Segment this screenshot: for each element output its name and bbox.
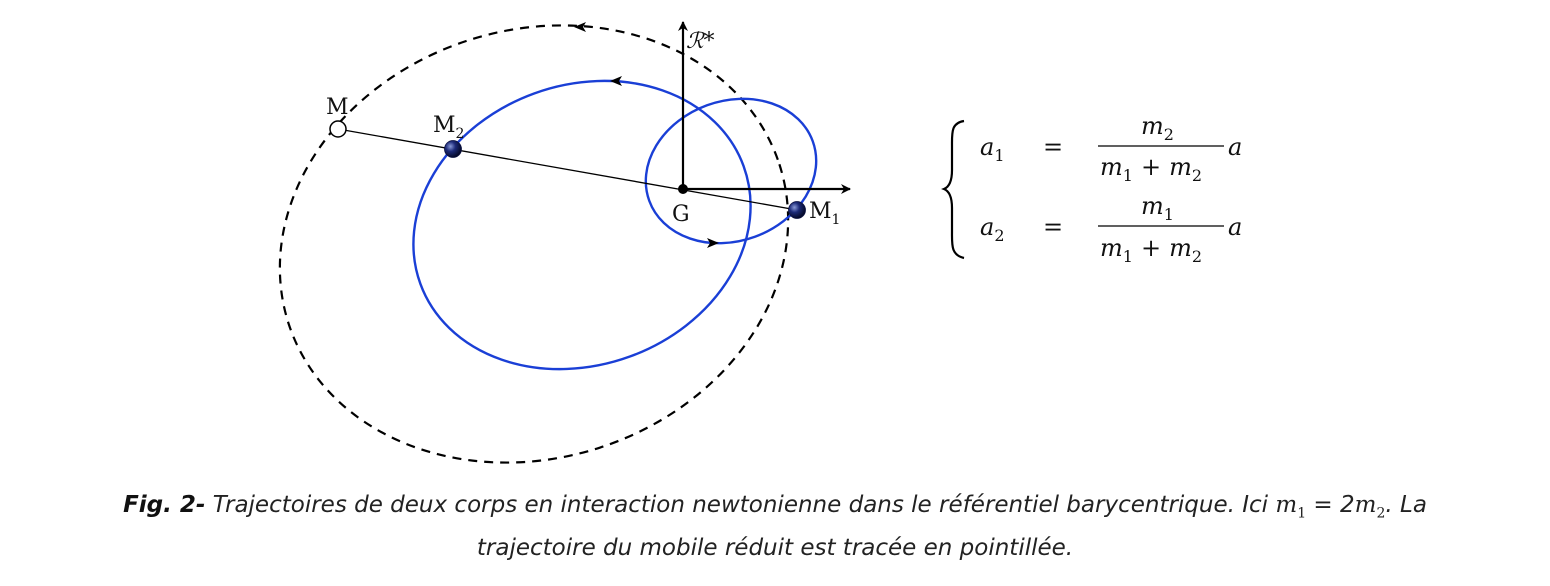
- a1-numerator: m2: [1141, 112, 1174, 144]
- label-m2: M2: [433, 113, 464, 142]
- caption-label: Fig. 2-: [123, 492, 206, 518]
- caption-eq: = 2: [1306, 492, 1355, 518]
- label-m: M: [326, 95, 349, 120]
- reduced-mobile-m-point: [329, 120, 347, 138]
- caption-m2: m2: [1354, 492, 1386, 522]
- a2-lhs: a2: [980, 213, 1005, 245]
- reduced-trajectory-direction-arrow: [574, 22, 586, 32]
- equation-system: a1 = m2 m1+m2 a a2 = m1 m1+m2 a: [941, 112, 1242, 266]
- reduced-mobile-trajectory: [278, 24, 790, 464]
- caption-line-1: Fig. 2- Trajectoires de deux corps en in…: [0, 488, 1550, 531]
- m2-orbit-direction-arrow: [610, 76, 622, 86]
- m1-orbit: [644, 97, 818, 245]
- a1-denominator: m1+m2: [1100, 153, 1202, 185]
- frame-label: ℛ*: [686, 29, 715, 54]
- figure-caption: Fig. 2- Trajectoires de deux corps en in…: [0, 488, 1550, 565]
- m1-orbit-direction-arrow: [707, 238, 719, 248]
- a1-factor: a: [1228, 133, 1242, 161]
- body-m2-sphere: [444, 140, 462, 158]
- a2-equals: =: [1043, 213, 1063, 241]
- caption-text-1: Trajectoires de deux corps en interactio…: [205, 492, 1276, 518]
- left-brace: [941, 119, 965, 260]
- body-m1-sphere: [788, 201, 806, 219]
- barycenter-g-point: [678, 184, 688, 194]
- a1-lhs: a1: [980, 133, 1005, 165]
- caption-text-2: . La: [1385, 492, 1427, 518]
- a1-equals: =: [1043, 133, 1063, 161]
- caption-line-2: trajectoire du mobile réduit est tracée …: [476, 534, 1074, 561]
- label-g: G: [672, 202, 690, 227]
- alignment-line: [337, 128, 798, 211]
- m2-orbit: [412, 79, 752, 371]
- a2-factor: a: [1228, 213, 1242, 241]
- two-body-diagram: ℛ* G M M2 M1 a1 = m2 m1+m2 a a2 = m1 m1+…: [278, 21, 1242, 464]
- a2-denominator: m1+m2: [1100, 234, 1202, 266]
- a2-numerator: m1: [1141, 192, 1174, 224]
- label-m1: M1: [809, 199, 840, 228]
- caption-m1: m1: [1275, 492, 1307, 522]
